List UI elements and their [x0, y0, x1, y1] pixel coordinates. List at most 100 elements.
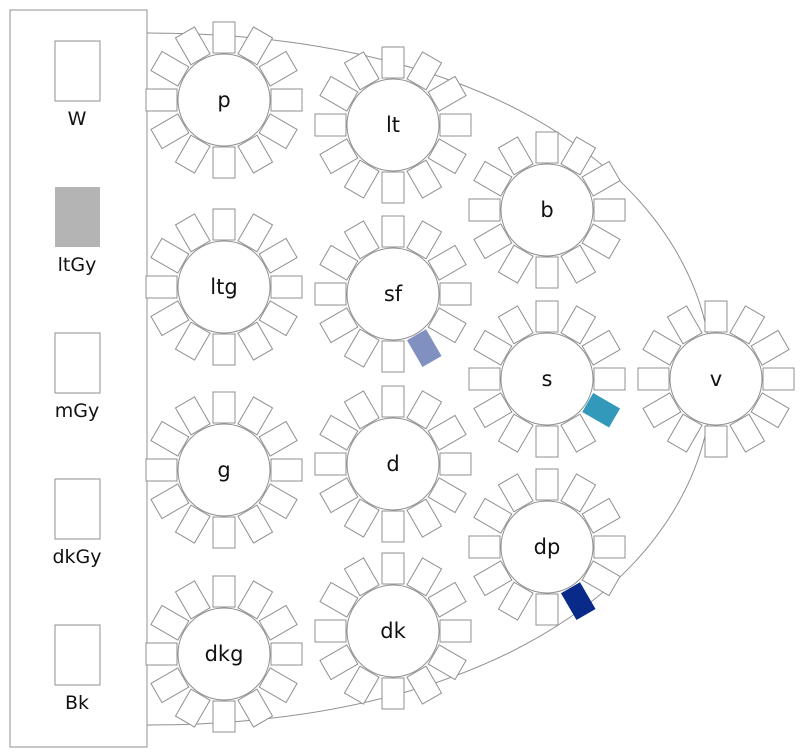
- chair[interactable]: [343, 390, 380, 430]
- chair[interactable]: [381, 385, 405, 418]
- chair[interactable]: [750, 329, 790, 366]
- chair[interactable]: [145, 88, 178, 112]
- chair[interactable]: [237, 26, 274, 66]
- chair[interactable]: [439, 113, 472, 137]
- chair[interactable]: [174, 26, 211, 66]
- chair[interactable]: [258, 237, 298, 274]
- chair[interactable]: [581, 497, 621, 534]
- chair[interactable]: [560, 244, 597, 284]
- chair[interactable]: [145, 275, 178, 299]
- table-lt[interactable]: lt: [314, 46, 472, 204]
- chair[interactable]: [343, 220, 380, 260]
- chair[interactable]: [666, 413, 703, 453]
- chair-highlighted[interactable]: [582, 392, 621, 428]
- chair[interactable]: [497, 244, 534, 284]
- chair[interactable]: [258, 483, 298, 520]
- chair[interactable]: [593, 367, 626, 391]
- chair[interactable]: [174, 213, 211, 253]
- chair[interactable]: [258, 420, 298, 457]
- chair[interactable]: [473, 329, 513, 366]
- chair[interactable]: [145, 458, 178, 482]
- chair[interactable]: [258, 667, 298, 704]
- chair[interactable]: [212, 516, 236, 549]
- chair[interactable]: [439, 282, 472, 306]
- chair[interactable]: [406, 498, 443, 538]
- chair[interactable]: [497, 581, 534, 621]
- chair[interactable]: [319, 644, 359, 681]
- table-sf[interactable]: sf: [314, 215, 472, 373]
- chair[interactable]: [237, 580, 274, 620]
- chair[interactable]: [497, 136, 534, 176]
- chair[interactable]: [666, 305, 703, 345]
- chair[interactable]: [150, 113, 190, 150]
- chair-highlighted[interactable]: [560, 582, 596, 621]
- chair[interactable]: [406, 220, 443, 260]
- chair[interactable]: [642, 392, 682, 429]
- chair[interactable]: [427, 414, 467, 451]
- chair[interactable]: [150, 300, 190, 337]
- chair[interactable]: [581, 160, 621, 197]
- table-p[interactable]: p: [145, 21, 303, 179]
- chair[interactable]: [258, 604, 298, 641]
- chair[interactable]: [150, 237, 190, 274]
- chair[interactable]: [314, 113, 347, 137]
- chair[interactable]: [497, 413, 534, 453]
- chair[interactable]: [406, 390, 443, 430]
- chair[interactable]: [174, 396, 211, 436]
- chair[interactable]: [343, 159, 380, 199]
- chair[interactable]: [535, 593, 559, 626]
- chair[interactable]: [560, 413, 597, 453]
- chair[interactable]: [381, 340, 405, 373]
- chair[interactable]: [319, 138, 359, 175]
- chair[interactable]: [473, 160, 513, 197]
- chair[interactable]: [212, 333, 236, 366]
- chair[interactable]: [406, 51, 443, 91]
- chair[interactable]: [174, 504, 211, 544]
- chair-highlighted[interactable]: [406, 329, 442, 368]
- chair[interactable]: [473, 560, 513, 597]
- chair[interactable]: [237, 321, 274, 361]
- chair[interactable]: [468, 198, 501, 222]
- chair[interactable]: [704, 425, 728, 458]
- chair[interactable]: [535, 300, 559, 333]
- chair[interactable]: [406, 159, 443, 199]
- chair[interactable]: [468, 535, 501, 559]
- chair[interactable]: [406, 557, 443, 597]
- chair[interactable]: [535, 131, 559, 164]
- chair[interactable]: [212, 208, 236, 241]
- chair[interactable]: [729, 413, 766, 453]
- chair[interactable]: [427, 307, 467, 344]
- chair[interactable]: [270, 275, 303, 299]
- chair[interactable]: [314, 282, 347, 306]
- chair[interactable]: [212, 146, 236, 179]
- chair[interactable]: [270, 88, 303, 112]
- chair[interactable]: [237, 213, 274, 253]
- table-b[interactable]: b: [468, 131, 626, 289]
- chair[interactable]: [319, 244, 359, 281]
- chair[interactable]: [593, 198, 626, 222]
- chair[interactable]: [150, 483, 190, 520]
- chair[interactable]: [381, 215, 405, 248]
- chair[interactable]: [439, 452, 472, 476]
- chair[interactable]: [343, 665, 380, 705]
- chair[interactable]: [381, 46, 405, 79]
- chair[interactable]: [212, 575, 236, 608]
- chair[interactable]: [560, 305, 597, 345]
- chair[interactable]: [593, 535, 626, 559]
- chair[interactable]: [212, 391, 236, 424]
- chair[interactable]: [150, 604, 190, 641]
- chair[interactable]: [750, 392, 790, 429]
- chair[interactable]: [381, 510, 405, 543]
- chair[interactable]: [314, 452, 347, 476]
- chair[interactable]: [174, 580, 211, 620]
- chair[interactable]: [319, 581, 359, 618]
- chair[interactable]: [381, 552, 405, 585]
- chair[interactable]: [473, 223, 513, 260]
- chair[interactable]: [319, 307, 359, 344]
- chair[interactable]: [237, 134, 274, 174]
- chair[interactable]: [581, 223, 621, 260]
- chair[interactable]: [439, 619, 472, 643]
- chair[interactable]: [427, 644, 467, 681]
- chair[interactable]: [343, 498, 380, 538]
- chair[interactable]: [497, 473, 534, 513]
